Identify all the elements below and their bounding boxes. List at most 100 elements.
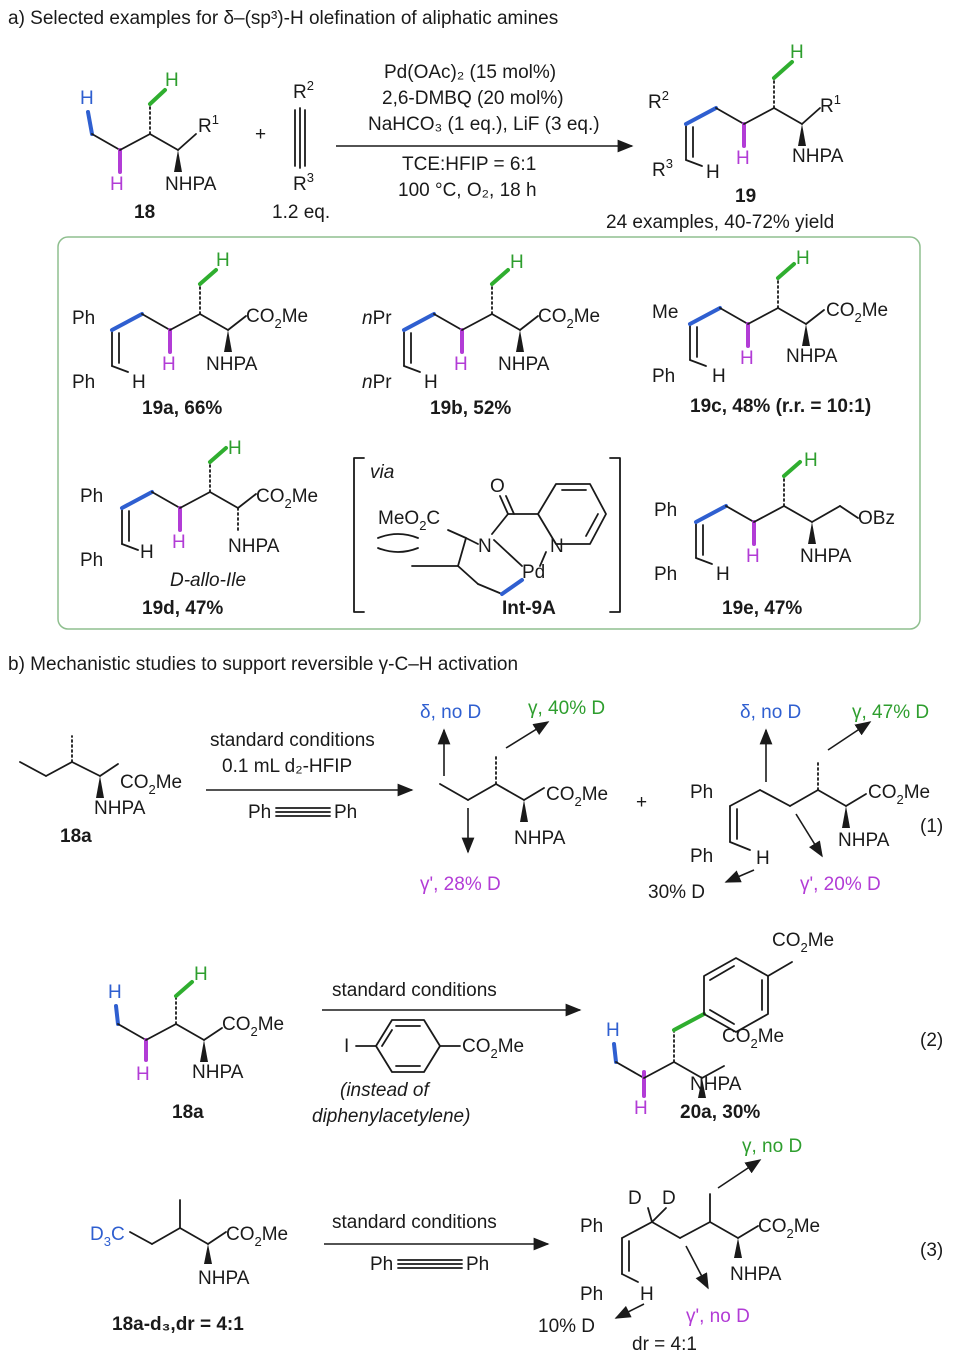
svg-text:NHPA: NHPA — [498, 354, 550, 375]
label-18a-d3: 18a-d₃,dr = 4:1 — [112, 1314, 244, 1335]
label-19: 19 — [735, 186, 756, 207]
eq1-product-1: CO2Me NHPA δ, no D γ, 40% D γ', 28% D — [420, 698, 608, 895]
eq3-gamma: γ, no D — [742, 1136, 802, 1157]
svg-text:NHPA: NHPA — [514, 828, 566, 849]
svg-text:CO2Me: CO2Me — [546, 784, 608, 809]
svg-text:nPr: nPr — [362, 372, 392, 393]
eq1-p2-gamma: γ, 47% D — [852, 702, 929, 723]
svg-text:CO2Me: CO2Me — [538, 306, 600, 331]
eq2-cond: standard conditions — [332, 980, 497, 1001]
svg-text:Ph: Ph — [248, 802, 271, 823]
product-19: R2 R3 H H H R1 NHPA 19 24 examples, 40-7… — [606, 42, 844, 233]
eq1-p1-gamma: γ, 40% D — [528, 698, 605, 719]
svg-text:Ph: Ph — [80, 550, 103, 571]
label-18: 18 — [134, 202, 155, 223]
svg-text:H: H — [108, 982, 122, 1003]
product-note: 24 examples, 40-72% yield — [606, 212, 834, 233]
svg-text:H: H — [216, 250, 230, 271]
eq2-note-2: diphenylacetylene) — [312, 1106, 470, 1127]
svg-text:Ph: Ph — [72, 372, 95, 393]
svg-text:N: N — [478, 536, 492, 557]
eq1-p1-delta: δ, no D — [420, 702, 481, 723]
label-18a-eq1: 18a — [60, 826, 92, 847]
svg-text:Ph: Ph — [652, 366, 675, 387]
atom-r2: R2 — [293, 78, 314, 103]
example-19e: Ph Ph H H H OBz NHPA 19e, 47% — [654, 450, 895, 619]
eq2-product-20a: H H CO2Me CO2Me NHPA 20a, 30% — [606, 930, 834, 1123]
plus-sign: + — [255, 124, 266, 145]
eq1-number: (1) — [920, 816, 943, 837]
eq2-aryl-iodide: I CO2Me — [344, 1019, 524, 1073]
svg-text:H: H — [194, 964, 208, 985]
label-via: via — [370, 462, 394, 483]
section-b-title: b) Mechanistic studies to support revers… — [8, 654, 518, 675]
eq3-reactant: D3C CO2Me NHPA 18a-d₃,dr = 4:1 — [90, 1199, 288, 1335]
eq3-diphenylacetylene: Ph Ph — [370, 1254, 489, 1275]
svg-text:H: H — [716, 564, 730, 585]
svg-text:CO2Me: CO2Me — [758, 1216, 820, 1241]
cond-5: 100 °C, O₂, 18 h — [398, 180, 537, 201]
eq1-p1-gamma-prime: γ', 28% D — [420, 874, 501, 895]
intermediate-int-9a: via MeO2C N Pd O N Int-9A — [353, 457, 621, 619]
svg-text:Ph: Ph — [466, 1254, 489, 1275]
atom-h: H — [706, 162, 720, 183]
svg-text:H: H — [172, 532, 186, 553]
eq3-cond: standard conditions — [332, 1212, 497, 1233]
svg-text:H: H — [606, 1020, 620, 1041]
label-19c: 19c, 48% (r.r. = 10:1) — [690, 396, 871, 417]
svg-text:NHPA: NHPA — [786, 346, 838, 367]
svg-text:Ph: Ph — [580, 1216, 603, 1237]
svg-text:OBz: OBz — [858, 508, 895, 529]
svg-text:H: H — [746, 546, 760, 567]
svg-text:I: I — [344, 1036, 349, 1057]
label-19b: 19b, 52% — [430, 398, 511, 419]
label-19d: 19d, 47% — [142, 598, 223, 619]
atom-r2: R2 — [648, 88, 669, 113]
atom-r1: R1 — [198, 112, 219, 137]
svg-text:D: D — [628, 1188, 642, 1209]
atom-r3: R3 — [293, 170, 314, 195]
eq3-dr: dr = 4:1 — [632, 1334, 697, 1355]
label-19a: 19a, 66% — [142, 398, 222, 419]
eq1-p2-gamma-prime: γ', 20% D — [800, 874, 881, 895]
examples-box — [57, 236, 921, 630]
svg-text:H: H — [454, 354, 468, 375]
svg-text:nPr: nPr — [362, 308, 392, 329]
eq1-diphenylacetylene: Ph Ph — [248, 802, 357, 823]
svg-text:CO2Me: CO2Me — [222, 1014, 284, 1039]
svg-text:NHPA: NHPA — [730, 1264, 782, 1285]
svg-text:Ph: Ph — [370, 1254, 393, 1275]
eq2-note-1: (instead of — [340, 1080, 430, 1101]
svg-text:Ph: Ph — [690, 846, 713, 867]
atom-nhpa: NHPA — [792, 146, 844, 167]
label-18a-eq2: 18a — [172, 1102, 204, 1123]
eq3-gamma-prime: γ', no D — [686, 1306, 750, 1327]
label-19d-note: D-allo-Ile — [170, 570, 246, 591]
svg-text:H: H — [140, 542, 154, 563]
atom-h: H — [165, 70, 179, 91]
svg-text:CO2Me: CO2Me — [256, 486, 318, 511]
svg-text:CO2Me: CO2Me — [120, 772, 182, 797]
svg-text:D3C: D3C — [90, 1224, 125, 1249]
atom-h: H — [110, 174, 124, 195]
example-19d: Ph Ph H H H CO2Me NHPA D-allo-Ile 19d, 4… — [80, 438, 318, 619]
section-a-title: a) Selected examples for δ–(sp³)-H olefi… — [8, 8, 558, 29]
svg-text:Ph: Ph — [690, 782, 713, 803]
svg-text:Pd: Pd — [522, 562, 545, 583]
svg-text:H: H — [136, 1064, 150, 1085]
atom-h: H — [790, 42, 804, 63]
eq1-p2-vinyl: 30% D — [648, 882, 705, 903]
atom-h: H — [80, 88, 94, 109]
atom-h: H — [736, 148, 750, 169]
cond-4: TCE:HFIP = 6:1 — [402, 154, 536, 175]
eq2-reactant-18a: H H H CO2Me NHPA 18a — [108, 964, 284, 1123]
eq3-product: Ph Ph H D D CO2Me NHPA γ, no D γ', no D … — [538, 1136, 820, 1355]
eq3-number: (3) — [920, 1240, 943, 1261]
eq2-number: (2) — [920, 1030, 943, 1051]
svg-text:H: H — [640, 1284, 654, 1305]
svg-text:CO2Me: CO2Me — [868, 782, 930, 807]
example-19c: Me Ph H H H CO2Me NHPA 19c, 48% (r.r. = … — [652, 248, 888, 417]
svg-text:CO2Me: CO2Me — [226, 1224, 288, 1249]
svg-text:H: H — [740, 348, 754, 369]
